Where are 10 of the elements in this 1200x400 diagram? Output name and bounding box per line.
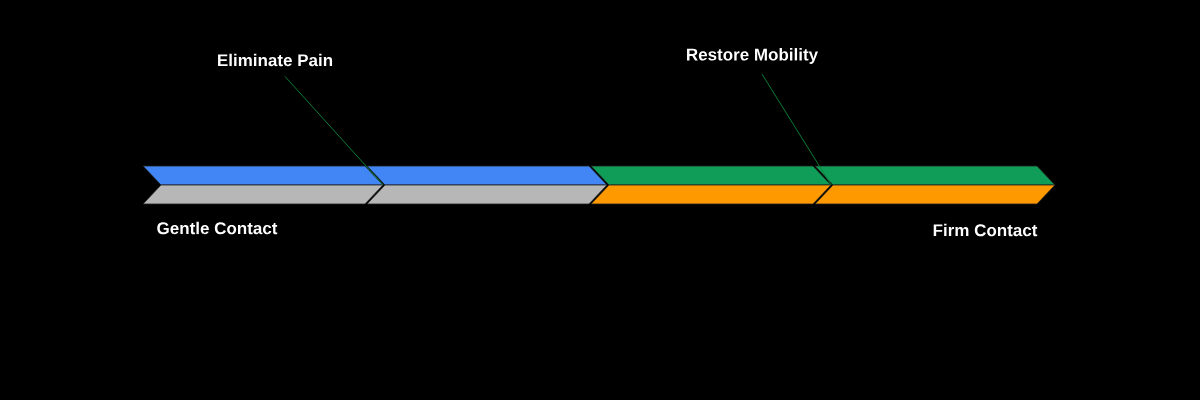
chevron-bar (814, 165, 1056, 205)
chevron-bar (590, 165, 832, 205)
title-text: Eliminate Pain (218, 53, 333, 67)
chevron-bar (142, 165, 384, 205)
leader-line (284, 76, 384, 186)
title-text: Restore Mobility (687, 48, 818, 64)
chevron-bar (366, 165, 608, 205)
end-label: Gentle Contact (157, 221, 278, 235)
leader-line (761, 73, 832, 186)
end-label: Firm Contact (933, 223, 1038, 237)
